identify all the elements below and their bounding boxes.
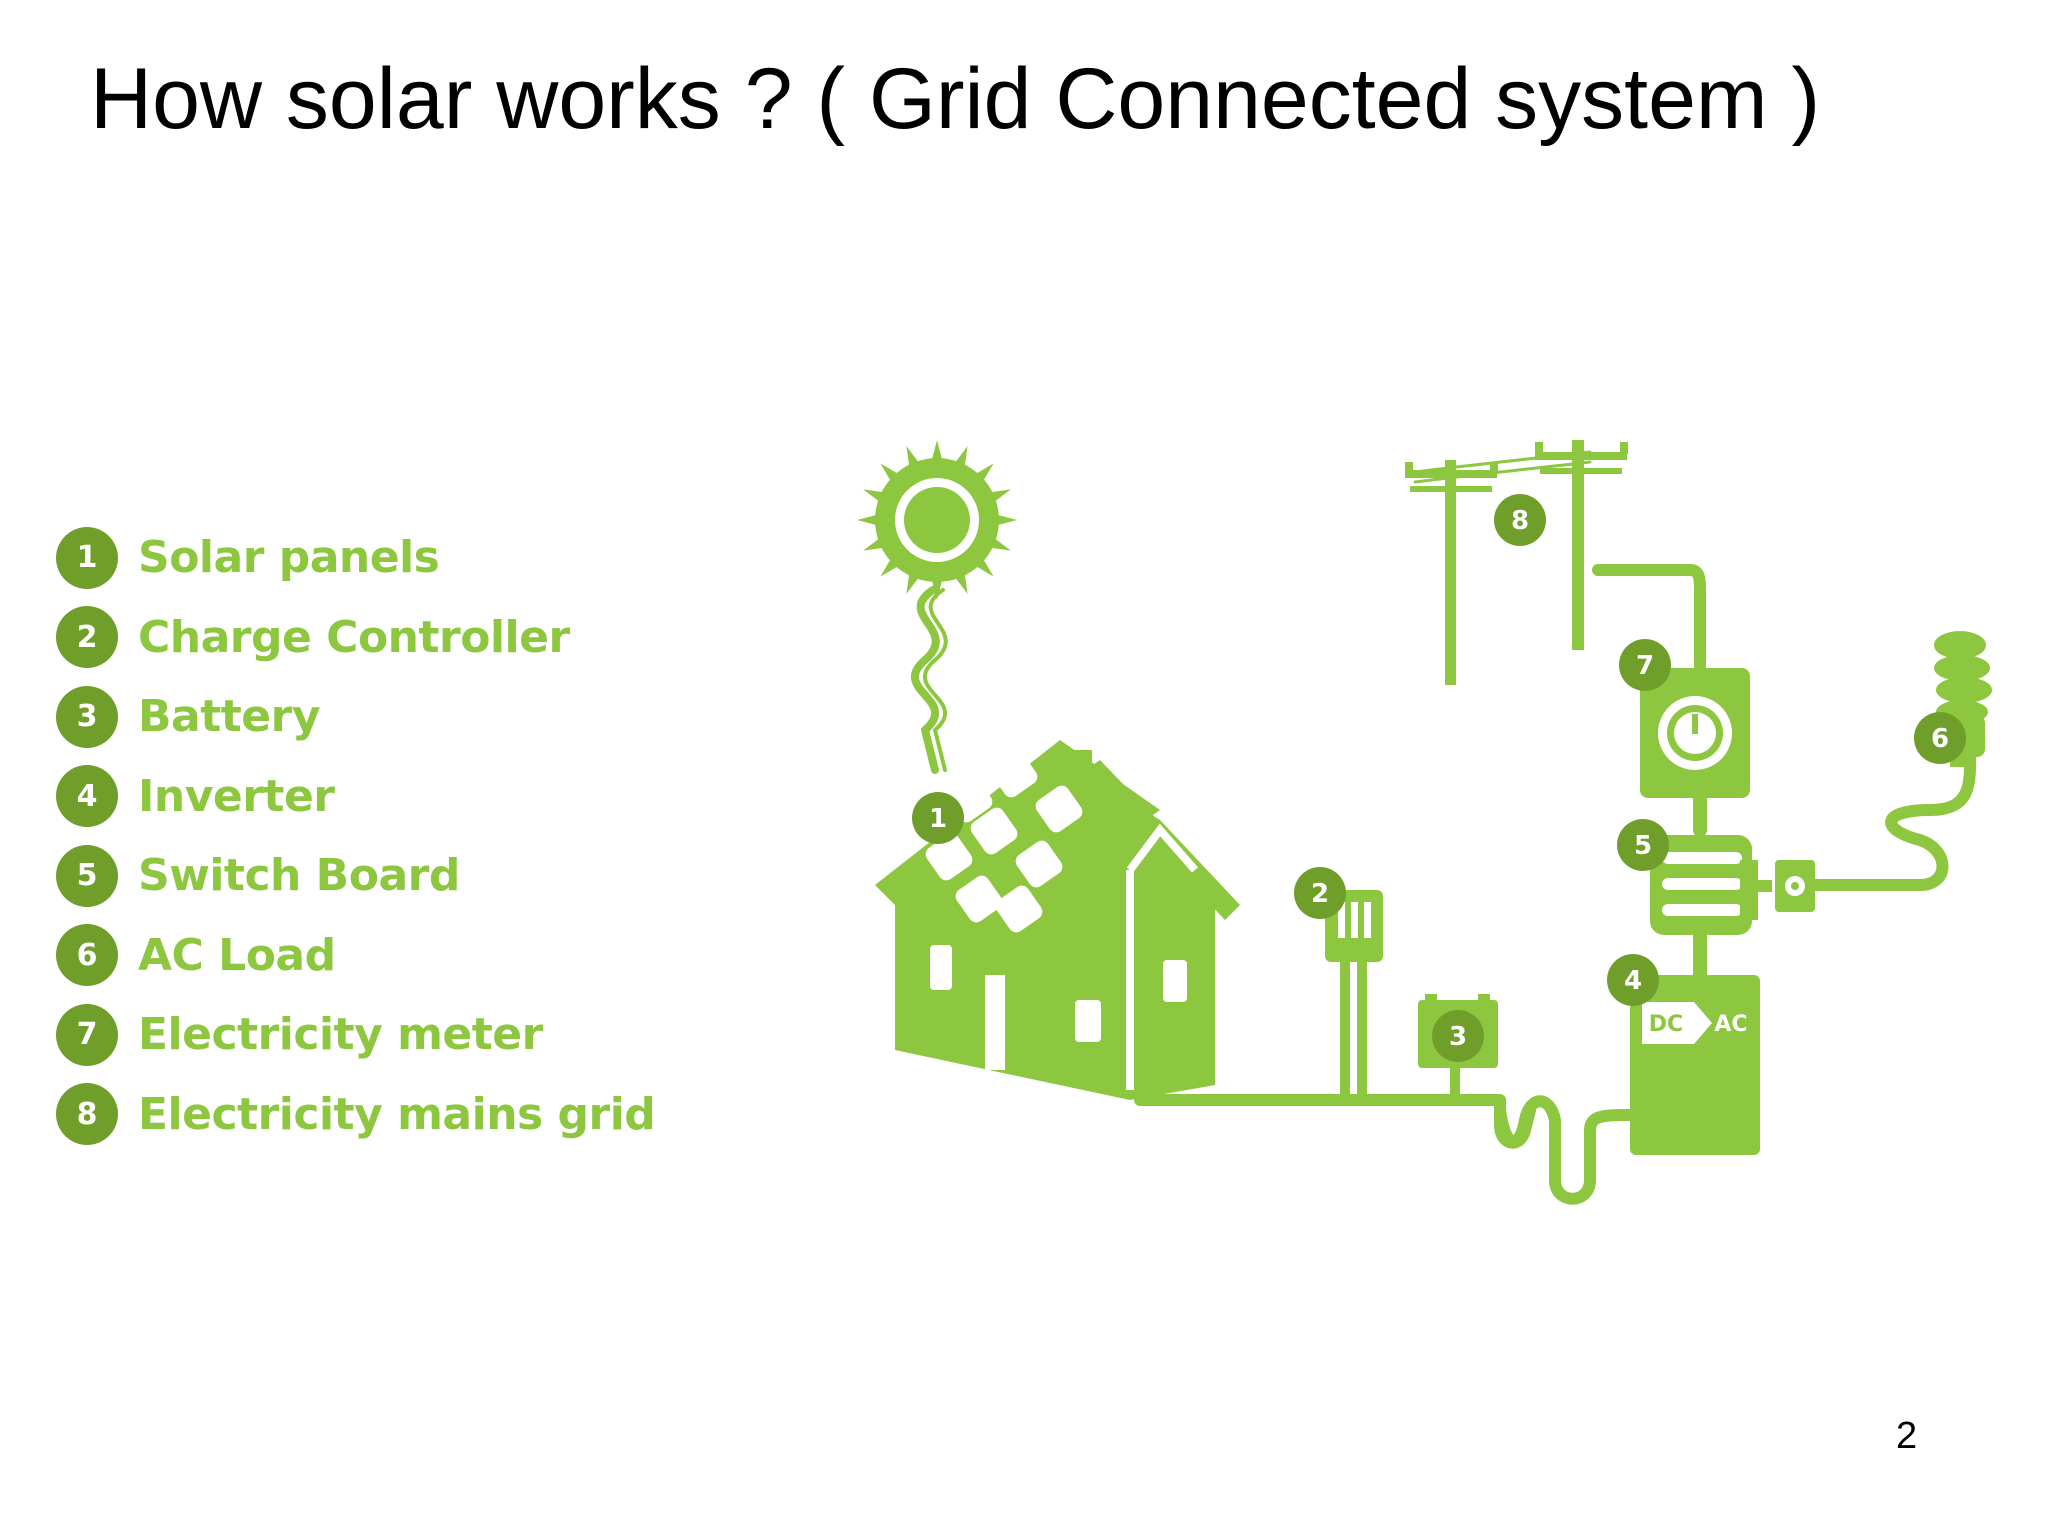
sun-ray xyxy=(863,489,890,506)
badge-switch-board: 5 xyxy=(1617,819,1669,871)
badge-inverter: 4 xyxy=(1607,954,1659,1006)
legend-item-mains-grid: 8 Electricity mains grid xyxy=(56,1075,696,1155)
slide-title: How solar works ? ( Grid Connected syste… xyxy=(90,51,1821,147)
wire-loop xyxy=(1494,1095,1636,1205)
legend-item-ac-load: 6 AC Load xyxy=(56,916,696,996)
legend-label: Electricity mains grid xyxy=(138,1088,656,1140)
grid-wire xyxy=(1592,564,1706,676)
legend-item-inverter: 4 Inverter xyxy=(56,757,696,837)
badge-battery: 3 xyxy=(1432,1010,1484,1062)
legend-label: Inverter xyxy=(138,770,335,822)
legend-number-badge: 1 xyxy=(56,526,118,589)
legend-number-badge: 7 xyxy=(56,1003,118,1066)
main-wire xyxy=(1134,1094,1536,1149)
sun-ray xyxy=(970,463,994,487)
badge-label: 1 xyxy=(929,804,947,834)
legend: 1 Solar panels 2 Charge Controller 3 Bat… xyxy=(56,518,696,1154)
sun-ray xyxy=(951,446,968,473)
badge-grid: 8 xyxy=(1494,494,1546,546)
legend-label: AC Load xyxy=(138,929,336,981)
sun-ray xyxy=(906,567,923,594)
badge-label: 6 xyxy=(1931,724,1949,754)
legend-label: Solar panels xyxy=(138,532,440,584)
legend-number-badge: 3 xyxy=(56,685,118,748)
electricity-meter-icon xyxy=(1640,668,1750,798)
legend-item-battery: 3 Battery xyxy=(56,677,696,757)
sun-ray xyxy=(880,553,904,577)
legend-label: Battery xyxy=(138,691,321,743)
page-number: 2 xyxy=(1896,1415,1918,1457)
sun-icon xyxy=(857,440,1017,600)
house-icon xyxy=(875,740,1240,1100)
sun-ray xyxy=(951,567,968,594)
legend-number-badge: 6 xyxy=(56,924,118,987)
legend-label: Electricity meter xyxy=(138,1009,543,1061)
inverter-dc-label: DC xyxy=(1649,1012,1683,1037)
sun-ray xyxy=(857,513,883,527)
badge-label: 5 xyxy=(1634,831,1652,861)
legend-number-badge: 4 xyxy=(56,765,118,828)
legend-label: Switch Board xyxy=(138,850,460,902)
badge-label: 8 xyxy=(1511,506,1529,536)
legend-number-badge: 2 xyxy=(56,606,118,669)
sun-wire xyxy=(910,586,940,774)
legend-item-solar-panels: 1 Solar panels xyxy=(56,518,696,598)
badge-ac-load: 6 xyxy=(1914,712,1966,764)
badge-charge-controller: 2 xyxy=(1294,867,1346,919)
legend-label: Charge Controller xyxy=(138,611,570,663)
legend-item-switch-board: 5 Switch Board xyxy=(56,836,696,916)
switch-board-icon xyxy=(1650,835,1758,935)
inverter-ac-label: AC xyxy=(1714,1012,1747,1037)
legend-item-electricity-meter: 7 Electricity meter xyxy=(56,995,696,1075)
sun-ray xyxy=(863,534,890,551)
badge-label: 2 xyxy=(1311,879,1329,909)
legend-number-badge: 5 xyxy=(56,844,118,907)
sun-ray xyxy=(984,489,1011,506)
sun-ray xyxy=(930,440,944,466)
load-wire xyxy=(1799,734,1977,891)
badge-label: 7 xyxy=(1636,651,1654,681)
power-pole-icon xyxy=(1405,440,1628,685)
sun-ray xyxy=(880,463,904,487)
solar-system-diagram: DC AC xyxy=(857,440,1992,1205)
sun-ray xyxy=(991,513,1017,527)
badge-meter: 7 xyxy=(1619,639,1671,691)
legend-item-charge-controller: 2 Charge Controller xyxy=(56,598,696,678)
sun-ray xyxy=(984,534,1011,551)
solar-panel-icon xyxy=(925,750,1083,933)
sun-ray xyxy=(930,574,944,600)
badge-solar-panels: 1 xyxy=(912,792,964,844)
inverter-icon: DC AC xyxy=(1630,975,1760,1155)
sun-ray xyxy=(970,553,994,577)
controller-wire xyxy=(1340,955,1367,1100)
power-outlet-icon xyxy=(1758,860,1815,912)
badge-label: 4 xyxy=(1624,966,1642,996)
badge-label: 3 xyxy=(1449,1022,1467,1052)
legend-number-badge: 8 xyxy=(56,1083,118,1146)
sun-ray xyxy=(906,446,923,473)
